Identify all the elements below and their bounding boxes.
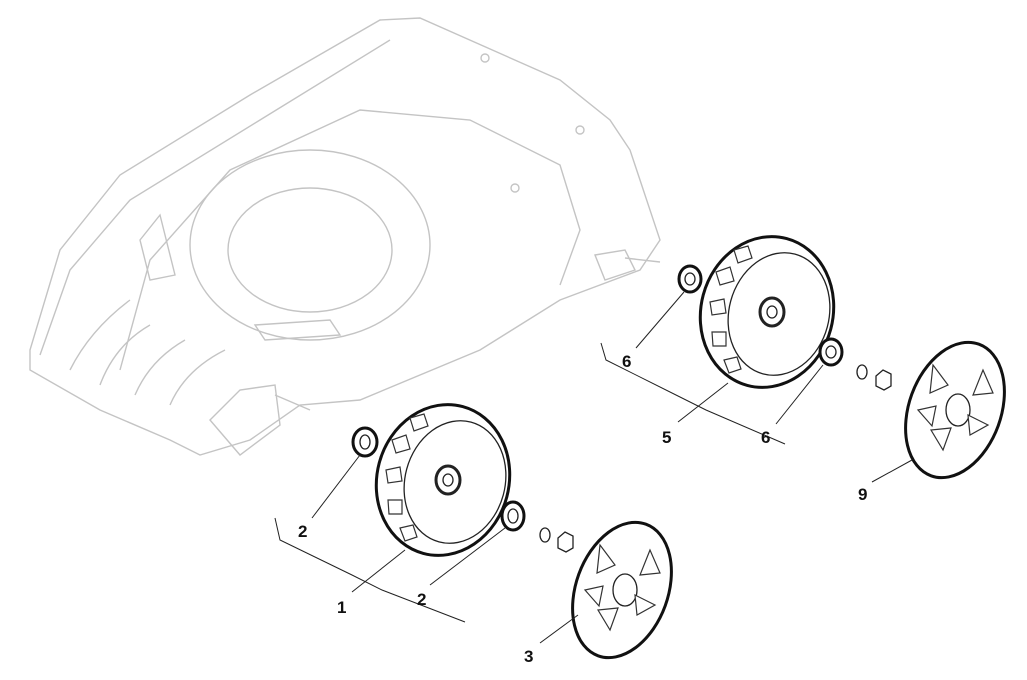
hubcap-rear [904, 340, 1006, 480]
callout-label: 6 [761, 428, 770, 447]
washer-right [856, 364, 868, 380]
callout-label: 6 [622, 352, 631, 371]
wheel-rear [698, 235, 836, 389]
nut-right [875, 369, 892, 391]
bearing-left-outer [500, 500, 526, 532]
callout-label: 1 [337, 598, 346, 617]
callout-label: 5 [662, 428, 671, 447]
callout-label: 9 [858, 485, 867, 504]
mower-deck [29, 17, 661, 456]
hubcap-front [571, 520, 673, 660]
bearing-right-inner [677, 264, 703, 294]
wheel-front [374, 403, 512, 557]
callout-label: 3 [524, 647, 533, 666]
bearing-left-inner [351, 426, 379, 458]
bearing-right-outer [818, 337, 844, 367]
callout-label: 2 [417, 590, 426, 609]
callout-label: 2 [298, 522, 307, 541]
nut-left [557, 531, 574, 553]
leader-lines [274, 291, 913, 644]
washer-left [539, 527, 551, 543]
